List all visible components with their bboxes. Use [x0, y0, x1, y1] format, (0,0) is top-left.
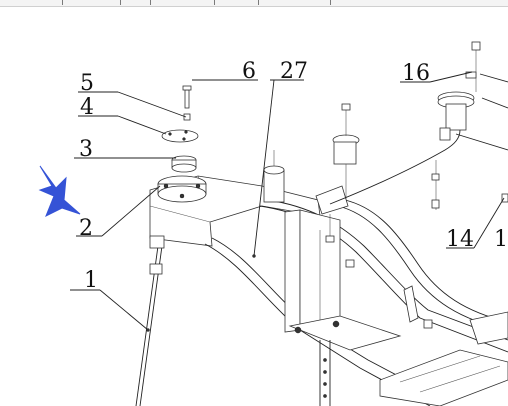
- toolbar-strip: [0, 0, 508, 7]
- callout-3: 3: [79, 137, 93, 162]
- callout-14: 14: [446, 227, 474, 252]
- callout-27: 27: [280, 59, 308, 84]
- callout-16: 16: [402, 61, 430, 86]
- callout-4: 4: [80, 95, 94, 120]
- toolbar-separator: [214, 0, 215, 5]
- leader-lines: [70, 71, 508, 332]
- toolbar-separator: [330, 0, 331, 5]
- toolbar-separator: [258, 0, 259, 5]
- callout-1-right: 1: [494, 227, 508, 252]
- toolbar-separator: [120, 0, 121, 5]
- pointer-arrow-icon: [38, 165, 81, 218]
- toolbar-separator: [150, 0, 151, 5]
- callout-6: 6: [242, 59, 256, 84]
- callout-2: 2: [79, 216, 93, 241]
- callout-5: 5: [80, 71, 94, 96]
- callout-1: 1: [84, 268, 98, 293]
- frame-drawing: [135, 41, 508, 406]
- toolbar-separator: [62, 0, 63, 5]
- callout-labels: 1 2 3 4 5 6 27 16 14 1: [79, 59, 508, 293]
